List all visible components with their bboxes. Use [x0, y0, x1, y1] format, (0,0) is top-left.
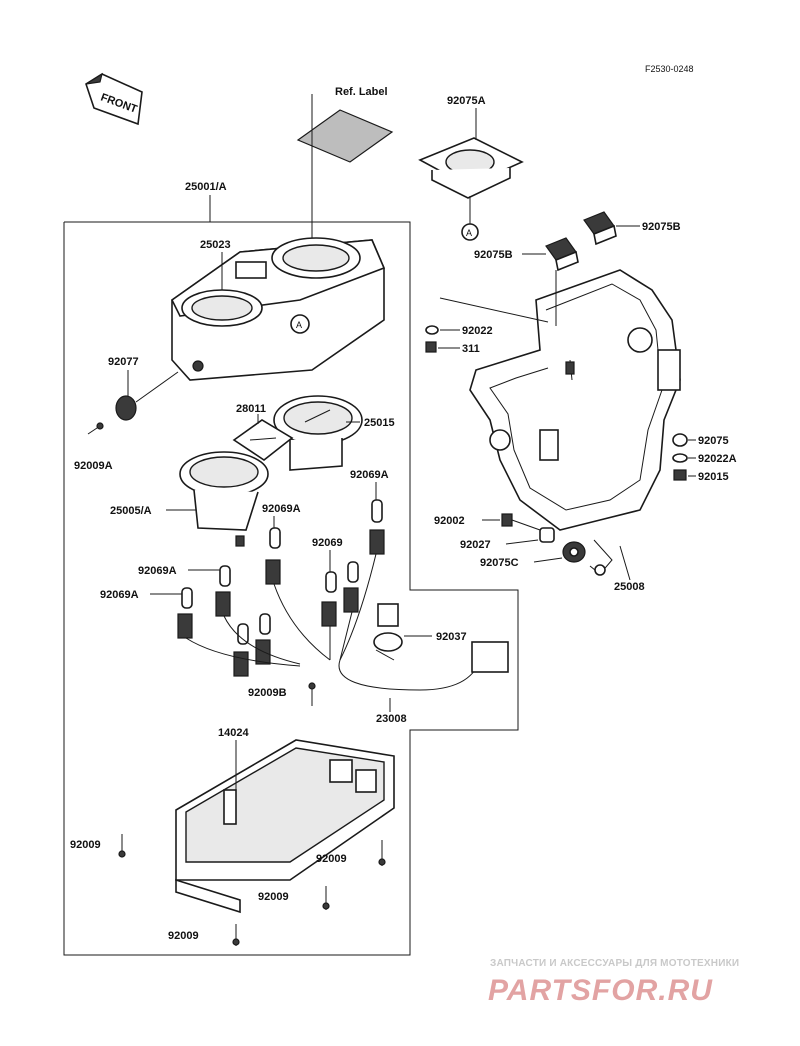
- watermark-brand: PARTSFOR.RU: [488, 974, 713, 1007]
- clamp-icon: [373, 632, 403, 661]
- callout-a-housing: A: [296, 320, 302, 330]
- watermark-tagline: ЗАПЧАСТИ И АКСЕССУАРЫ ДЛЯ МОТОТЕХНИКИ: [490, 958, 739, 969]
- damper-icon: [672, 433, 688, 447]
- part-92069A-2: 92069A: [262, 503, 301, 515]
- meter-cover: [175, 739, 395, 914]
- part-92009-3: 92009: [258, 891, 289, 903]
- collar-icon: [539, 527, 555, 543]
- part-92069A-3: 92069A: [138, 565, 177, 577]
- part-92009-1: 92009: [70, 839, 101, 851]
- part-92022A: 92022A: [698, 453, 737, 465]
- rubber-pad-icon: [583, 211, 617, 246]
- front-arrow-icon: FRONT: [85, 72, 143, 126]
- part-25005A: 25005/A: [110, 505, 152, 517]
- speedometer-unit: [273, 395, 363, 471]
- screw-icon: [308, 682, 316, 706]
- callout-a-grommet: A: [466, 228, 472, 238]
- ref-label-sticker: Ref. Label: [296, 86, 394, 255]
- grommet-icon: [418, 137, 524, 199]
- part-92037: 92037: [436, 631, 467, 643]
- part-25001A: 25001/A: [185, 181, 227, 193]
- nut-icon: [673, 469, 687, 481]
- reset-knob-icon: [115, 371, 179, 421]
- screw-icon: [378, 840, 386, 866]
- part-92069: 92069: [312, 537, 343, 549]
- part-92022: 92022: [462, 325, 493, 337]
- screw-icon: [322, 886, 330, 910]
- part-23008: 23008: [376, 713, 407, 725]
- part-92027: 92027: [460, 539, 491, 551]
- part-92075C: 92075C: [480, 557, 519, 569]
- part-28011: 28011: [236, 403, 266, 415]
- part-92075B-1: 92075B: [642, 221, 681, 233]
- part-92069A-1: 92069A: [350, 469, 389, 481]
- rubber-pad-icon: [545, 237, 579, 272]
- part-92015: 92015: [698, 471, 729, 483]
- part-92077: 92077: [108, 356, 139, 368]
- part-25015: 25015: [364, 417, 395, 429]
- tachometer-unit: [179, 451, 269, 547]
- part-92009A: 92009A: [74, 460, 113, 472]
- part-92075A: 92075A: [447, 95, 486, 107]
- part-92075: 92075: [698, 435, 729, 447]
- washer-icon: [672, 453, 688, 463]
- part-311: 311: [462, 343, 480, 355]
- part-14024: 14024: [218, 727, 249, 739]
- screw-icon: [118, 834, 126, 858]
- part-25023: 25023: [200, 239, 231, 251]
- assembly-outline: [63, 221, 519, 956]
- screw-icon: [232, 924, 240, 946]
- nut-icon: [425, 341, 437, 353]
- part-92009-4: 92009: [168, 930, 199, 942]
- meter-housing: A: [170, 237, 386, 381]
- screw-icon: [87, 422, 104, 435]
- indicator-plate: [232, 419, 294, 461]
- diagram-id: F2530-0248: [645, 64, 694, 74]
- part-92069A-4: 92069A: [100, 589, 139, 601]
- grommet-icon: [562, 541, 586, 563]
- wiring-harness: [185, 553, 509, 691]
- ref-label: Ref. Label: [335, 86, 388, 98]
- part-25008: 25008: [614, 581, 645, 593]
- part-92009-2: 92009: [316, 853, 347, 865]
- washer-icon: [425, 325, 439, 335]
- bulb-sockets: [177, 499, 385, 677]
- part-92009B: 92009B: [248, 687, 287, 699]
- bolt-icon: [501, 513, 541, 531]
- part-92075B-2: 92075B: [474, 249, 513, 261]
- part-92002: 92002: [434, 515, 465, 527]
- meter-bracket: [469, 269, 681, 576]
